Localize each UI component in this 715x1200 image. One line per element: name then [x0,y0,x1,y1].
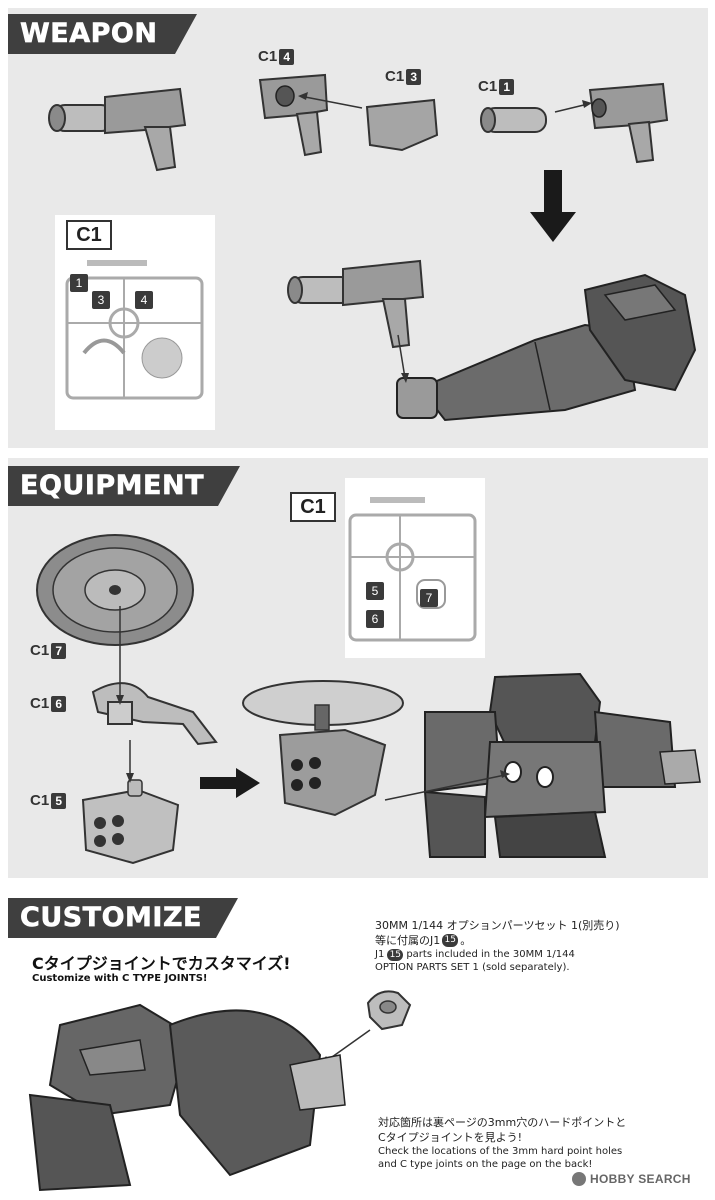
assembled-equipment-illustration [242,680,404,817]
runner-diagram-equipment [348,497,477,642]
runner-tag-c1: C1 [290,492,336,522]
part-c1-3-illustration [365,98,439,152]
option-note-en-line1: J1 15 parts included in the 30MM 1/144 [375,948,705,961]
gun-body-illustration [588,82,669,164]
part-c1-6-bracket-illustration [91,682,218,746]
part-label-c1-6: C1 6 [30,695,67,712]
part-number-badge: 5 [51,792,67,809]
part-c1-1-barrel-illustration [480,107,547,133]
part-label-c1-1: C1 1 [478,78,515,95]
option-note-jp-end: 。 [460,934,472,947]
part-number-badge: 15 [387,948,404,961]
option-parts-note: 30MM 1/144 オプションパーツセット 1(別売り) 等に付属のJ1 15… [375,918,705,974]
runner-diagram-weapon [65,260,204,400]
right-arrow-icon [200,768,260,798]
equipment-section-banner: EQUIPMENT [8,466,240,506]
customize-headline-en: Customize with C TYPE JOINTS! [32,973,208,984]
hard-point-note-en-line1: Check the locations of the 3mm hard poin… [378,1146,623,1157]
part-number-badge: 7 [51,642,67,659]
part-label-runner: C1 [30,792,50,809]
part-c1-7-disc-illustration [36,534,194,646]
part-label-runner: C1 [30,642,50,659]
part-label-c1-7: C1 7 [30,642,67,659]
part-number-badge: 4 [279,48,295,65]
option-note-jp-line2: 等に付属のJ1 15 。 [375,933,705,948]
part-number-badge: 3 [406,68,422,85]
weapon-section-banner: WEAPON [8,14,197,54]
c-type-joint-illustration [366,990,412,1031]
customize-section-banner: CUSTOMIZE [8,898,238,938]
runner-tag-c1: C1 [66,220,112,250]
part-label-c1-3: C1 3 [385,68,422,85]
part-number-badge: 15 [442,934,459,947]
option-note-en-part: J1 [375,949,385,960]
watermark-text: HOBBY SEARCH [590,1172,691,1186]
part-label-runner: C1 [258,48,278,65]
runner-number-badge: 6 [366,610,384,628]
assembled-gun-illustration [48,87,187,172]
hard-point-note-jp-line1: 対応箇所は裏ページの3mm穴のハードポイントと [378,1116,627,1129]
runner-panel-equipment [345,478,485,658]
part-label-runner: C1 [385,68,405,85]
part-c1-5-block-illustration [81,779,180,865]
part-label-runner: C1 [30,695,50,712]
robot-arm-illustration [396,273,697,422]
part-number-badge: 6 [51,695,67,712]
part-number-badge: 1 [499,78,515,95]
runner-number-badge: 7 [420,589,438,607]
option-note-jp-text: 等に付属のJ1 [375,934,441,947]
hard-point-note: 対応箇所は裏ページの3mm穴のハードポイントと Cタイプジョイントを見よう! C… [378,1115,708,1171]
runner-number-badge: 4 [135,291,153,309]
runner-number-badge: 1 [70,274,88,292]
part-label-c1-5: C1 5 [30,792,67,809]
down-arrow-icon [530,170,576,242]
option-note-en-text: parts included in the 30MM 1/144 [406,949,575,960]
option-note-jp-line1: 30MM 1/144 オプションパーツセット 1(別売り) [375,919,620,932]
part-label-runner: C1 [478,78,498,95]
runner-number-badge: 3 [92,291,110,309]
robot-torso-illustration [423,672,701,858]
watermark-logo-icon [572,1172,586,1186]
hard-point-note-jp-line2: Cタイプジョイントを見よう! [378,1131,523,1144]
hard-point-note-en-line2: and C type joints on the page on the bac… [378,1159,593,1170]
gun-assembled-illustration [287,259,425,349]
customize-headline-jp: Cタイプジョイントでカスタマイズ! [32,954,291,973]
option-note-en-line2: OPTION PARTS SET 1 (sold separately). [375,962,570,973]
part-label-c1-4: C1 4 [258,48,295,65]
robot-upper-body-illustration [28,1003,346,1192]
watermark: HOBBY SEARCH [572,1172,691,1186]
part-c1-4-illustration [258,73,329,157]
runner-number-badge: 5 [366,582,384,600]
